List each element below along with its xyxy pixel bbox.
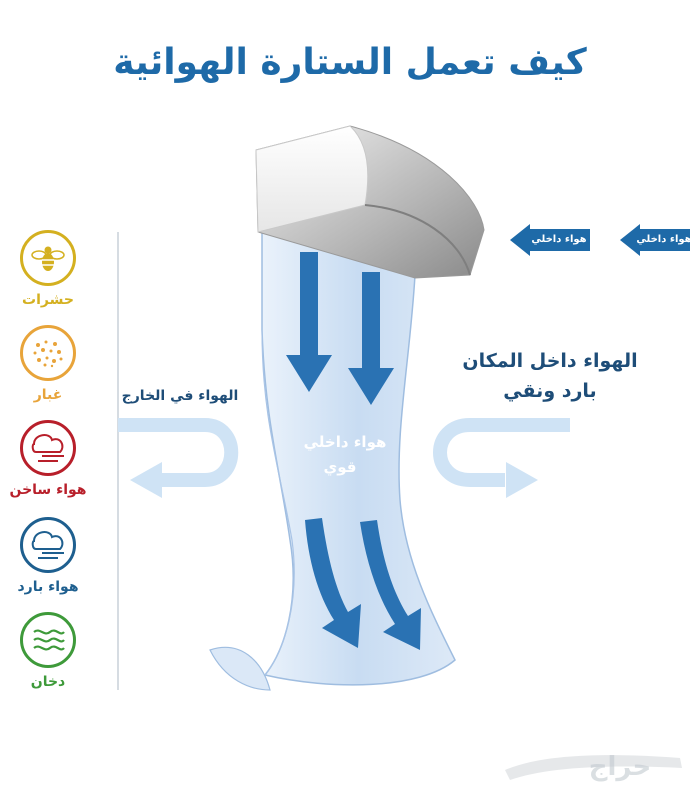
outside-air-label: الهواء في الخارج [121, 388, 239, 404]
cold-air-icon-circle [20, 517, 76, 573]
page-title: كيف تعمل الستارة الهوائية [113, 42, 587, 83]
watermark [505, 755, 682, 780]
tag-arrow-2-head [620, 224, 640, 256]
watermark-text: حراج [588, 752, 652, 782]
outside-air-return-arrow [118, 418, 239, 487]
air-curtain-edge [261, 329, 295, 676]
inside-air-tag-near: هواء داخلي [531, 234, 587, 245]
blocked-item-label-insects: حشرات [22, 292, 74, 308]
curtain-label-line2: قوي [323, 458, 357, 476]
hot-air-icon-circle [20, 420, 76, 476]
inside-air-tag-far: هواء داخلي [636, 234, 692, 245]
curved-arrow-right [360, 520, 421, 650]
curtain-label-line1: هواء داخلي [303, 433, 387, 451]
bee-icon-circle [20, 230, 76, 286]
tag-arrow-1-head [510, 224, 530, 256]
blocked-item-label-hot-air: هواء ساخن [9, 482, 87, 498]
blocked-item-label-cold-air: هواء بارد [17, 579, 79, 595]
smoke-icon-circle [20, 612, 76, 668]
inside-air-return-arrow [433, 418, 570, 487]
blocked-item-label-smoke: دخان [30, 674, 66, 690]
blocked-item-label-dust: غبار [33, 387, 63, 403]
dust-icon-circle [20, 325, 76, 381]
inside-space-label-line2: بارد ونقي [503, 380, 597, 402]
down-arrow-right [348, 272, 394, 405]
inside-space-label-line1: الهواء داخل المكان [462, 350, 638, 372]
curved-arrow-left [305, 518, 361, 648]
air-curtain-fold [209, 646, 271, 691]
down-arrow-left [286, 252, 332, 392]
